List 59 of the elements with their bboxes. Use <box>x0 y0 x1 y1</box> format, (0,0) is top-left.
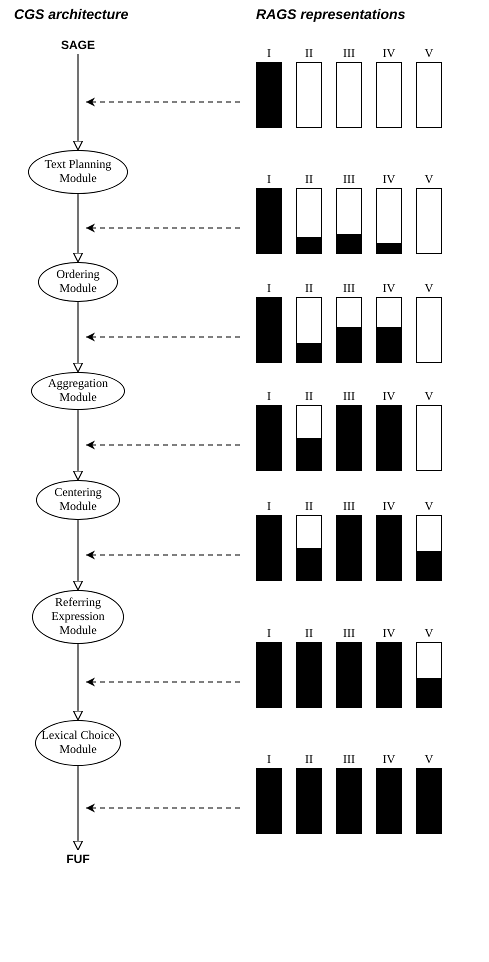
dashed-arrow <box>86 678 240 686</box>
arrow <box>72 410 84 481</box>
module-ellipse: Ordering Module <box>38 262 118 302</box>
roman-numeral-label: I <box>266 172 272 186</box>
module-ellipse: Centering Module <box>36 480 120 520</box>
roman-numeral-label: III <box>342 752 356 766</box>
roman-numeral-label: I <box>266 499 272 513</box>
roman-numeral-label: IV <box>382 499 396 513</box>
roman-numeral-label: V <box>424 752 434 766</box>
roman-numeral-label: IV <box>382 172 396 186</box>
roman-numeral-label: III <box>342 499 356 513</box>
arrow <box>72 194 84 263</box>
roman-numeral-label: V <box>424 499 434 513</box>
roman-numeral-label: II <box>304 172 314 186</box>
module-ellipse: Text Planning Module <box>28 150 128 194</box>
roman-numeral-label: I <box>266 752 272 766</box>
module-ellipse: Aggregation Module <box>31 372 125 410</box>
roman-numeral-label: III <box>342 46 356 60</box>
dashed-arrow <box>86 332 240 342</box>
roman-numeral-label: II <box>304 281 314 295</box>
dashed-arrow <box>86 550 240 560</box>
roman-numeral-label: I <box>266 281 272 295</box>
roman-numeral-label: III <box>342 626 356 640</box>
column-heading: RAGS representations <box>256 6 406 22</box>
roman-numeral-label: IV <box>382 281 396 295</box>
module-ellipse: Referring Expression Module <box>32 590 124 644</box>
roman-numeral-label: I <box>266 389 272 403</box>
arrow <box>72 644 84 721</box>
arrow <box>72 54 84 151</box>
roman-numeral-label: III <box>342 389 356 403</box>
roman-numeral-label: V <box>424 626 434 640</box>
system-label: SAGE <box>48 36 108 54</box>
roman-numeral-label: II <box>304 752 314 766</box>
arrow <box>72 520 84 591</box>
system-label: FUF <box>48 850 108 868</box>
roman-numeral-label: I <box>266 46 272 60</box>
roman-numeral-label: III <box>342 281 356 295</box>
dashed-arrow <box>86 440 240 450</box>
roman-numeral-label: IV <box>382 46 396 60</box>
arrow <box>72 302 84 373</box>
roman-numeral-label: V <box>424 281 434 295</box>
roman-numeral-label: II <box>304 46 314 60</box>
roman-numeral-label: V <box>424 172 434 186</box>
roman-numeral-label: III <box>342 172 356 186</box>
module-ellipse: Lexical Choice Module <box>35 720 121 766</box>
roman-numeral-label: IV <box>382 626 396 640</box>
roman-numeral-label: II <box>304 389 314 403</box>
dashed-arrow <box>86 98 240 106</box>
roman-numeral-label: IV <box>382 389 396 403</box>
dashed-arrow <box>86 804 240 812</box>
roman-numeral-label: IV <box>382 752 396 766</box>
dashed-arrow <box>86 224 240 232</box>
roman-numeral-label: V <box>424 389 434 403</box>
roman-numeral-label: II <box>304 626 314 640</box>
roman-numeral-label: I <box>266 626 272 640</box>
column-heading: CGS architecture <box>14 6 128 22</box>
roman-numeral-label: V <box>424 46 434 60</box>
arrow <box>72 766 84 851</box>
roman-numeral-label: II <box>304 499 314 513</box>
